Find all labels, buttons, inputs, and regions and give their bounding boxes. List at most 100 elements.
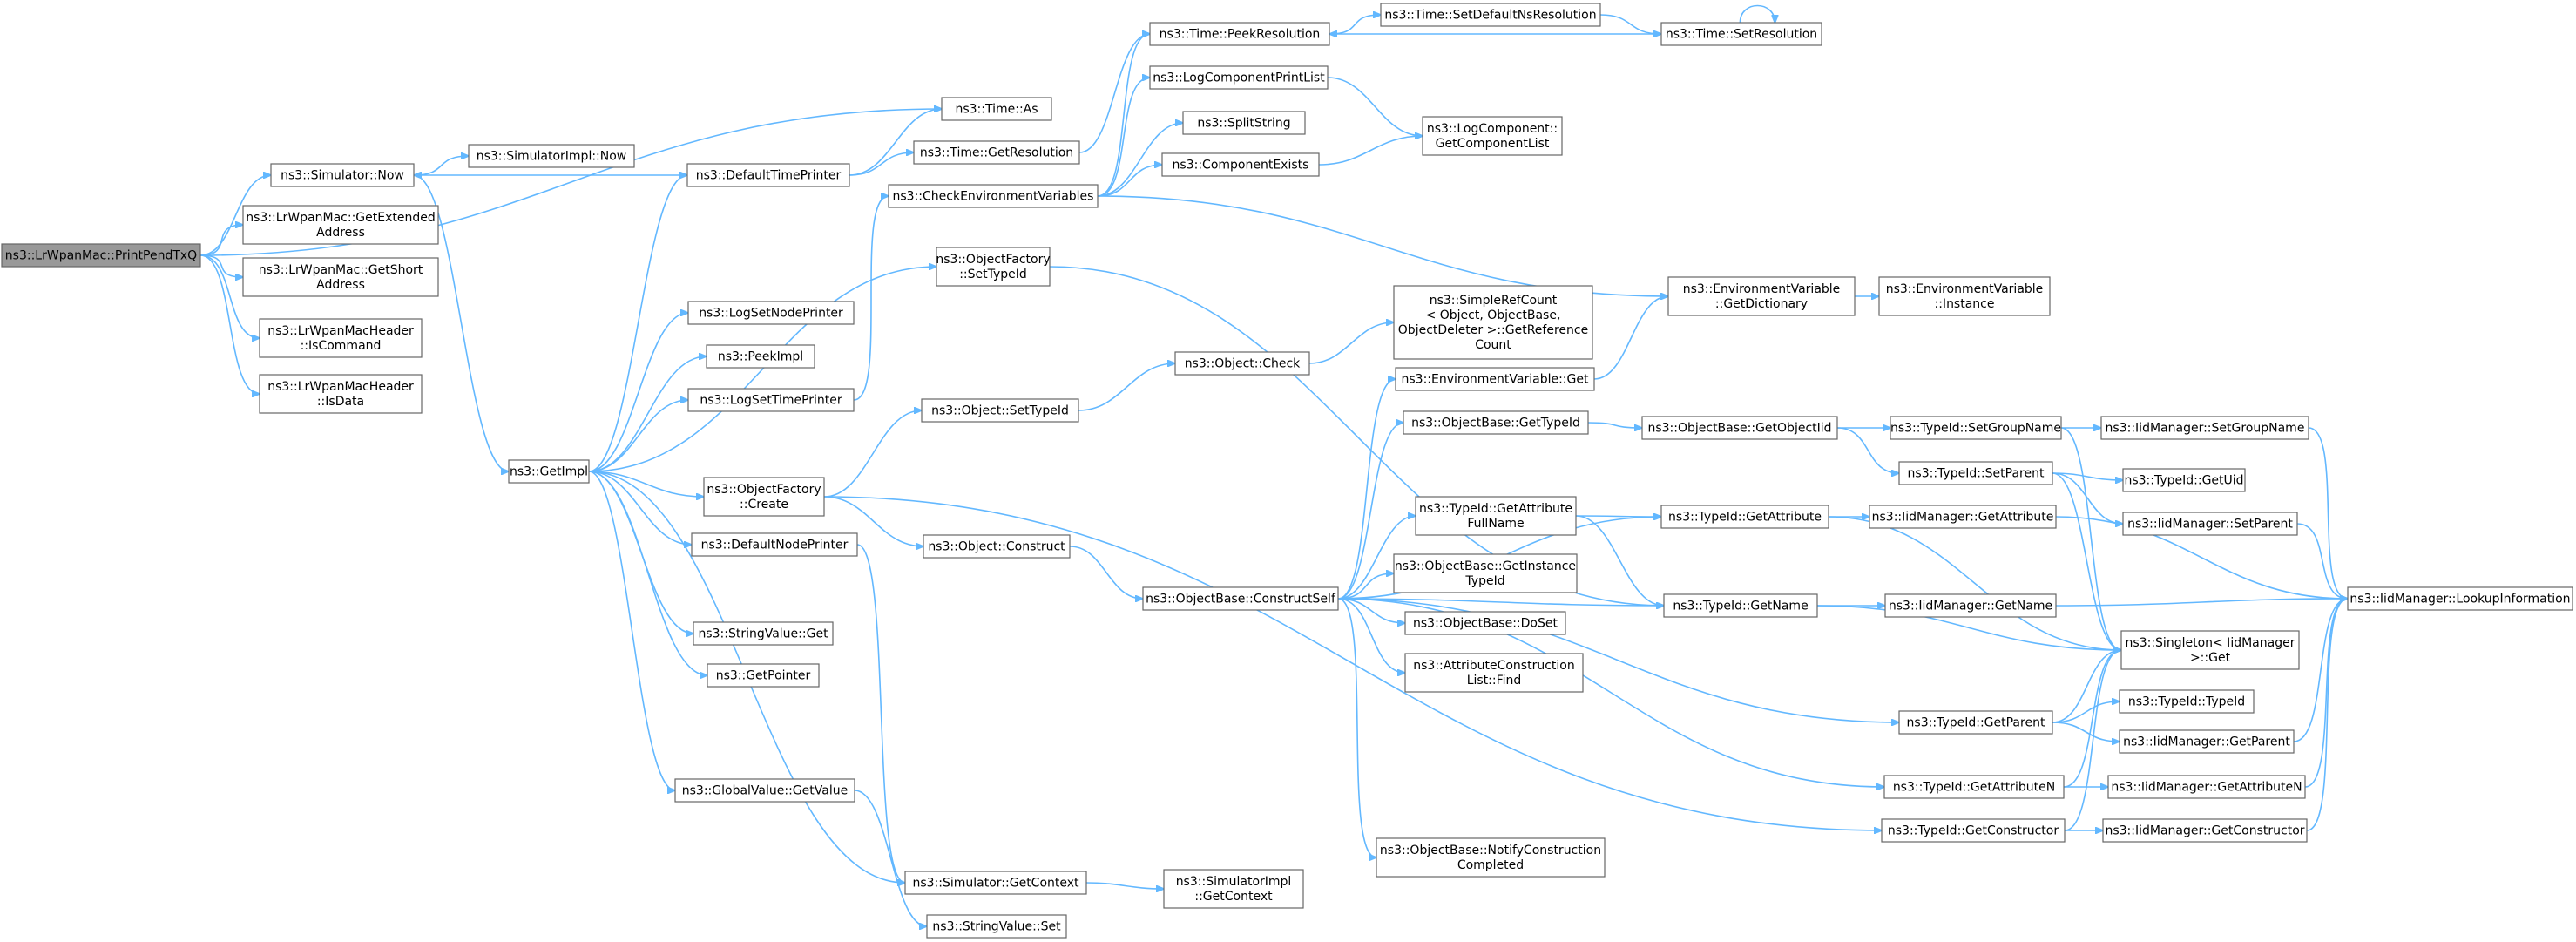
node-iidgetattribute[interactable]: ns3::IidManager::GetAttribute — [1869, 505, 2057, 529]
node-box — [2102, 818, 2308, 843]
node-setdefaultns[interactable]: ns3::Time::SetDefaultNsResolution — [1380, 3, 1601, 27]
node-getattributen[interactable]: ns3::TypeId::GetAttributeN — [1883, 775, 2065, 799]
node-label: ns3::SimulatorImpl::Now — [477, 150, 627, 164]
node-box — [888, 184, 1099, 208]
edge-getconstructor-to-singletonget — [2064, 650, 2121, 831]
node-setgroupname[interactable]: ns3::TypeId::SetGroupName — [1890, 416, 2062, 440]
node-envinstance[interactable]: ns3::EnvironmentVariable::Instance — [1878, 276, 2051, 316]
node-defaulttimeprinter[interactable]: ns3::DefaultTimePrinter — [686, 163, 850, 187]
node-simimplgetcontext[interactable]: ns3::SimulatorImpl::GetContext — [1163, 869, 1304, 909]
node-getparent[interactable]: ns3::TypeId::GetParent — [1898, 710, 2053, 735]
node-envgetdict[interactable]: ns3::EnvironmentVariable::GetDictionary — [1667, 276, 1856, 316]
node-iidgetname[interactable]: ns3::IidManager::GetName — [1884, 593, 2057, 618]
node-objconstruct[interactable]: ns3::Object::Construct — [923, 534, 1071, 559]
node-iidsetgroupname[interactable]: ns3::IidManager::SetGroupName — [2100, 416, 2309, 440]
edge-iidsetgroupname-to-lookupinfo — [2308, 427, 2348, 599]
edge-getimpl-to-defaulttimeprinter — [588, 175, 687, 472]
node-doset[interactable]: ns3::ObjectBase::DoSet — [1404, 611, 1566, 635]
node-constructself[interactable]: ns3::ObjectBase::ConstructSelf — [1142, 586, 1339, 611]
node-getattribute[interactable]: ns3::TypeId::GetAttribute — [1660, 505, 1829, 529]
node-label: ns3::ObjectFactory — [936, 253, 1050, 267]
node-peekresolution[interactable]: ns3::Time::PeekResolution — [1149, 22, 1330, 46]
edge-iidgetattribute-to-lookupinfo — [2055, 516, 2348, 599]
node-isdata[interactable]: ns3::LrWpanMacHeader::IsData — [259, 374, 423, 414]
node-label: ns3::StringValue::Set — [932, 920, 1061, 934]
node-checkenv[interactable]: ns3::CheckEnvironmentVariables — [888, 184, 1099, 208]
node-globalgetvalue[interactable]: ns3::GlobalValue::GetValue — [674, 778, 855, 803]
node-obgetobjectiid[interactable]: ns3::ObjectBase::GetObjectIid — [1641, 416, 1838, 440]
node-label: ::Instance — [1935, 297, 1995, 311]
node-setresolution[interactable]: ns3::Time::SetResolution — [1660, 22, 1822, 46]
node-simplerefcount[interactable]: ns3::SimpleRefCount< Object, ObjectBase,… — [1393, 285, 1593, 360]
edge-logsettimeprinter-to-checkenv — [853, 196, 889, 401]
node-typeidtypeid[interactable]: ns3::TypeId::TypeId — [2119, 689, 2255, 714]
node-ofcreate[interactable]: ns3::ObjectFactory::Create — [703, 477, 825, 517]
node-box — [1149, 65, 1329, 90]
node-printpend[interactable]: ns3::LrWpanMac::PrintPendTxQ — [1, 243, 201, 268]
node-iscommand[interactable]: ns3::LrWpanMacHeader::IsCommand — [259, 318, 423, 358]
node-label: ns3::DefaultNodePrinter — [701, 539, 849, 552]
node-label: ns3::Time::GetResolution — [920, 146, 1073, 160]
node-getname[interactable]: ns3::TypeId::GetName — [1663, 593, 1818, 618]
node-iidgetconstructor[interactable]: ns3::IidManager::GetConstructor — [2102, 818, 2308, 843]
edge-printpend-to-isdata — [199, 254, 260, 394]
node-componentexists[interactable]: ns3::ComponentExists — [1161, 152, 1320, 177]
node-simnow[interactable]: ns3::Simulator::Now — [270, 163, 415, 187]
node-notifyconstruction[interactable]: ns3::ObjectBase::NotifyConstructionCompl… — [1376, 837, 1606, 878]
node-stringvalueset[interactable]: ns3::StringValue::Set — [926, 914, 1067, 939]
node-label: GetComponentList — [1436, 137, 1550, 151]
node-setparent[interactable]: ns3::TypeId::SetParent — [1898, 461, 2053, 485]
node-iidgetparent[interactable]: ns3::IidManager::GetParent — [2119, 729, 2295, 754]
node-gethash[interactable]: ns3::TypeId::GetUid — [2122, 468, 2246, 492]
node-box — [706, 344, 815, 369]
node-getimpl[interactable]: ns3::GetImpl — [508, 459, 590, 484]
edge-constructself-to-getinstancetypeid — [1337, 573, 1394, 600]
node-peekimpl[interactable]: ns3::PeekImpl — [706, 344, 815, 369]
node-objcheck[interactable]: ns3::Object::Check — [1174, 351, 1310, 376]
node-simgetcontext[interactable]: ns3::Simulator::GetContext — [904, 871, 1087, 895]
node-timeas[interactable]: ns3::Time::As — [941, 97, 1052, 121]
node-getpointer[interactable]: ns3::GetPointer — [707, 663, 820, 688]
node-envget[interactable]: ns3::EnvironmentVariable::Get — [1395, 367, 1595, 391]
node-box — [1660, 505, 1829, 529]
node-objsettypeid[interactable]: ns3::Object::SetTypeId — [921, 398, 1079, 423]
node-label: ns3::GlobalValue::GetValue — [682, 784, 848, 798]
edge-getattrfullname-to-getattribute — [1575, 516, 1661, 517]
edge-objconstruct-to-constructself — [1069, 546, 1143, 599]
node-getconstructor[interactable]: ns3::TypeId::GetConstructor — [1881, 818, 2066, 843]
edge-printpend-to-getshort — [199, 254, 243, 277]
node-iidsetparent[interactable]: ns3::IidManager::SetParent — [2122, 512, 2298, 536]
node-box — [1380, 3, 1601, 27]
edge-printpend-to-getext — [199, 225, 243, 256]
node-simimplnow[interactable]: ns3::SimulatorImpl::Now — [468, 144, 635, 168]
edge-defaulttimeprinter-to-getresolution — [849, 152, 914, 176]
node-logsettimeprinter[interactable]: ns3::LogSetTimePrinter — [687, 388, 855, 412]
node-splitstring[interactable]: ns3::SplitString — [1182, 111, 1306, 135]
node-iidgetattributen[interactable]: ns3::IidManager::GetAttributeN — [2107, 775, 2306, 799]
node-box — [2100, 416, 2309, 440]
node-logprintlist[interactable]: ns3::LogComponentPrintList — [1149, 65, 1329, 90]
node-label: ns3::EnvironmentVariable::Get — [1402, 373, 1589, 387]
node-singletonget[interactable]: ns3::Singleton< IidManager>::Get — [2120, 630, 2300, 670]
node-label: ns3::CheckEnvironmentVariables — [893, 190, 1094, 204]
node-stringvalueget[interactable]: ns3::StringValue::Get — [693, 621, 834, 646]
node-logsetnodeprinter[interactable]: ns3::LogSetNodePrinter — [687, 301, 855, 325]
node-getcomplist[interactable]: ns3::LogComponent::GetComponentList — [1422, 116, 1563, 156]
edge-printpend-to-simnow — [199, 175, 271, 256]
edge-getimpl-to-getpointer — [588, 471, 707, 675]
node-getresolution[interactable]: ns3::Time::GetResolution — [913, 140, 1080, 165]
node-box — [1890, 416, 2062, 440]
node-label: ns3::Time::SetDefaultNsResolution — [1384, 9, 1596, 23]
node-label: ns3::ObjectBase::GetTypeId — [1411, 417, 1580, 430]
node-ofsettypeid[interactable]: ns3::ObjectFactory::SetTypeId — [936, 247, 1051, 287]
node-label: ns3::GetImpl — [510, 465, 588, 479]
node-lookupinfo[interactable]: ns3::IidManager::LookupInformation — [2347, 586, 2573, 611]
node-obgettypeid[interactable]: ns3::ObjectBase::GetTypeId — [1403, 410, 1589, 435]
node-defaultnodeprinter[interactable]: ns3::DefaultNodePrinter — [691, 532, 858, 557]
